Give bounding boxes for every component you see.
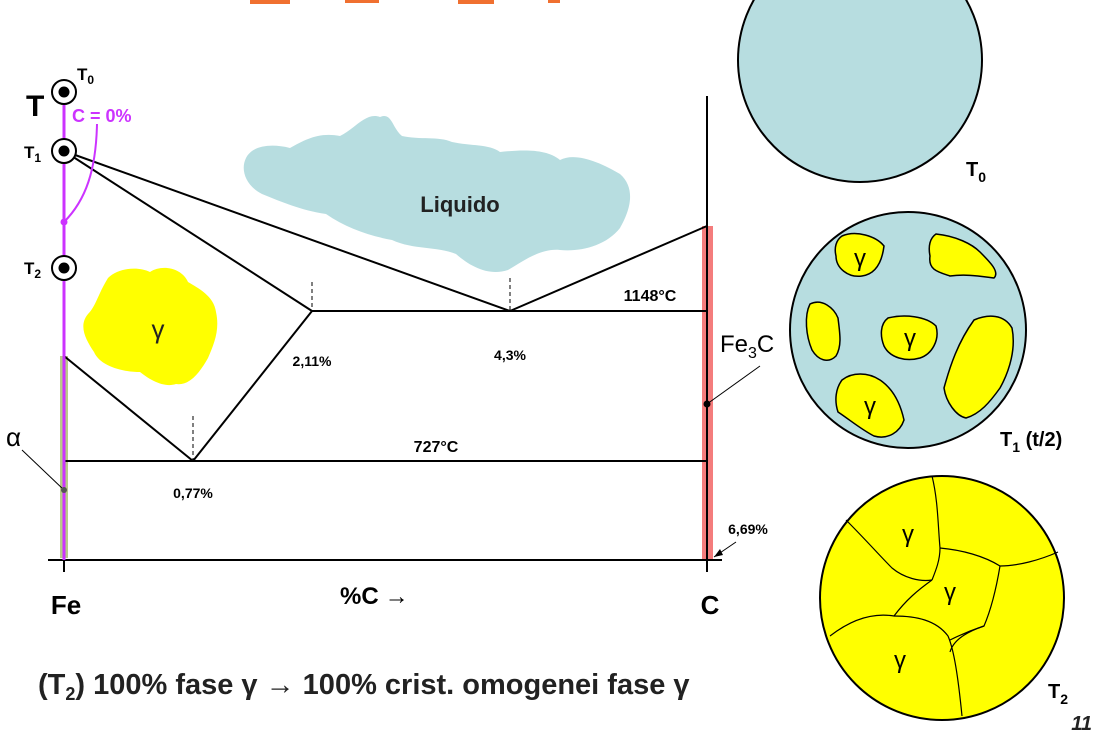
cementite-label: Fe3C <box>720 331 774 362</box>
composition-leader <box>63 123 98 223</box>
microstructure-t1-label: T1 (t/2) <box>1000 429 1062 455</box>
alpha-leader <box>21 449 65 491</box>
microstructure-t2: γ γ γ <box>819 475 1065 721</box>
eutectic-temp-label: 1148°C <box>624 288 677 305</box>
composition-label: C = 0% <box>72 106 132 126</box>
arrow-right-icon: → <box>385 583 409 610</box>
max-gamma-comp-label: 2,11% <box>293 353 332 369</box>
cementite-comp-arrowhead <box>714 549 723 557</box>
alpha-symbol: α <box>6 422 21 452</box>
gamma-region-symbol: γ <box>152 314 165 344</box>
liquid-label: Liquido <box>420 192 499 217</box>
right-component-label: C <box>701 590 720 620</box>
liquid-region <box>243 116 631 273</box>
microstructure-t1: γ γ γ <box>789 211 1027 449</box>
temperature-axis-label: T <box>26 90 44 123</box>
caption-arrow-icon: → <box>266 669 295 701</box>
cementite-leader <box>706 365 761 405</box>
point-t1 <box>51 138 77 164</box>
t2-gamma-3: γ <box>894 647 906 674</box>
cementite-comp-label: 6,69% <box>728 521 768 537</box>
dashed-markers <box>192 278 511 461</box>
gamma-region-blob <box>83 267 218 386</box>
composition-marker <box>60 218 68 226</box>
alpha-leader-dot <box>61 487 67 493</box>
t1-gamma-3: γ <box>864 393 876 420</box>
cementite-leader-dot <box>703 400 711 408</box>
axis-title: %C→ <box>340 583 409 610</box>
left-component-label: Fe <box>51 590 81 620</box>
t1-gamma-2: γ <box>904 325 916 352</box>
point-t0 <box>51 79 77 105</box>
point-t0-label: T0 <box>77 65 94 87</box>
title-remnant <box>250 0 560 4</box>
t2-gamma-2: γ <box>944 579 956 606</box>
microstructure-t0-liquid <box>737 0 983 183</box>
eutectoid-temp-label: 727°C <box>414 439 459 456</box>
point-t2 <box>51 255 77 281</box>
t1-gamma-1: γ <box>854 245 866 272</box>
point-t2-label: T2 <box>24 259 41 281</box>
phase-lines <box>48 96 722 572</box>
eutectoid-comp-label: 0,77% <box>173 485 213 501</box>
page-number: 11 <box>1071 713 1092 735</box>
microstructure-t2-label: T2 <box>1048 681 1068 707</box>
t2-gamma-1: γ <box>902 521 914 548</box>
caption: (T2) 100% fase γ → 100% crist. omogenei … <box>38 669 690 704</box>
eutectic-comp-label: 4,3% <box>494 347 526 363</box>
microstructure-t0-label: T0 <box>966 159 986 185</box>
point-t1-label: T1 <box>24 143 41 165</box>
